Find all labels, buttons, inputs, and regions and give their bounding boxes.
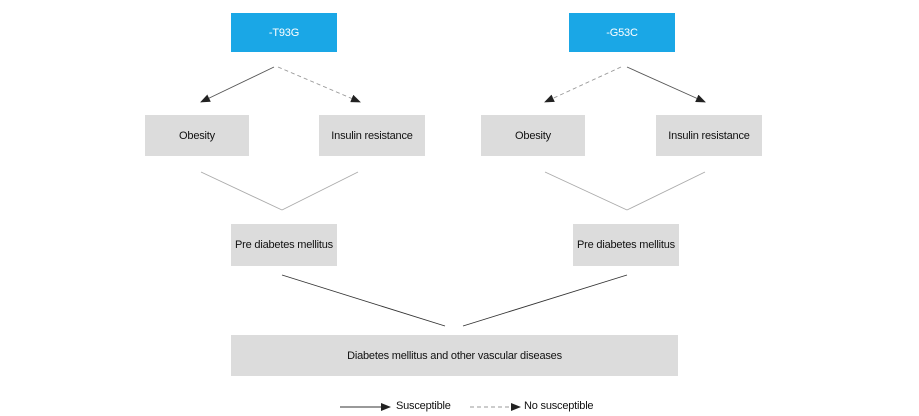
- arrow-g53c-to-insulin: [626, 66, 706, 103]
- snp-g53c-label: -G53C: [606, 26, 638, 39]
- left-obesity-box: Obesity: [145, 115, 249, 156]
- left-pre-diabetes-label: Pre diabetes mellitus: [235, 239, 333, 251]
- arrow-t93g-to-obesity: [200, 66, 275, 103]
- final-outcome-label: Diabetes mellitus and other vascular dis…: [347, 349, 562, 362]
- right-insulin-label: Insulin resistance: [668, 129, 750, 142]
- line-left-pre-to-final: [281, 274, 446, 327]
- legend-susceptible-label: Susceptible: [396, 400, 451, 412]
- right-obesity-label: Obesity: [515, 129, 551, 142]
- final-outcome-box: Diabetes mellitus and other vascular dis…: [231, 335, 678, 376]
- snp-t93g-label: -T93G: [268, 26, 300, 39]
- left-obesity-label: Obesity: [179, 129, 215, 142]
- right-obesity-box: Obesity: [481, 115, 585, 156]
- line-right-obesity-to-pre: [544, 171, 628, 211]
- arrow-g53c-to-obesity: [544, 66, 622, 103]
- line-right-pre-to-final: [462, 274, 628, 327]
- right-pre-diabetes-label: Pre diabetes mellitus: [577, 239, 675, 251]
- line-left-insulin-to-pre: [281, 171, 359, 211]
- right-pre-diabetes-box: Pre diabetes mellitus: [573, 224, 679, 266]
- snp-t93g-box: -T93G: [231, 13, 337, 52]
- right-insulin-box: Insulin resistance: [656, 115, 762, 156]
- arrow-t93g-to-insulin: [277, 66, 361, 103]
- left-insulin-label: Insulin resistance: [331, 129, 413, 142]
- line-left-obesity-to-pre: [200, 171, 283, 211]
- snp-g53c-box: -G53C: [569, 13, 675, 52]
- line-right-insulin-to-pre: [626, 171, 706, 211]
- left-insulin-box: Insulin resistance: [319, 115, 425, 156]
- legend-no-susceptible-label: No susceptible: [524, 400, 594, 412]
- left-pre-diabetes-box: Pre diabetes mellitus: [231, 224, 337, 266]
